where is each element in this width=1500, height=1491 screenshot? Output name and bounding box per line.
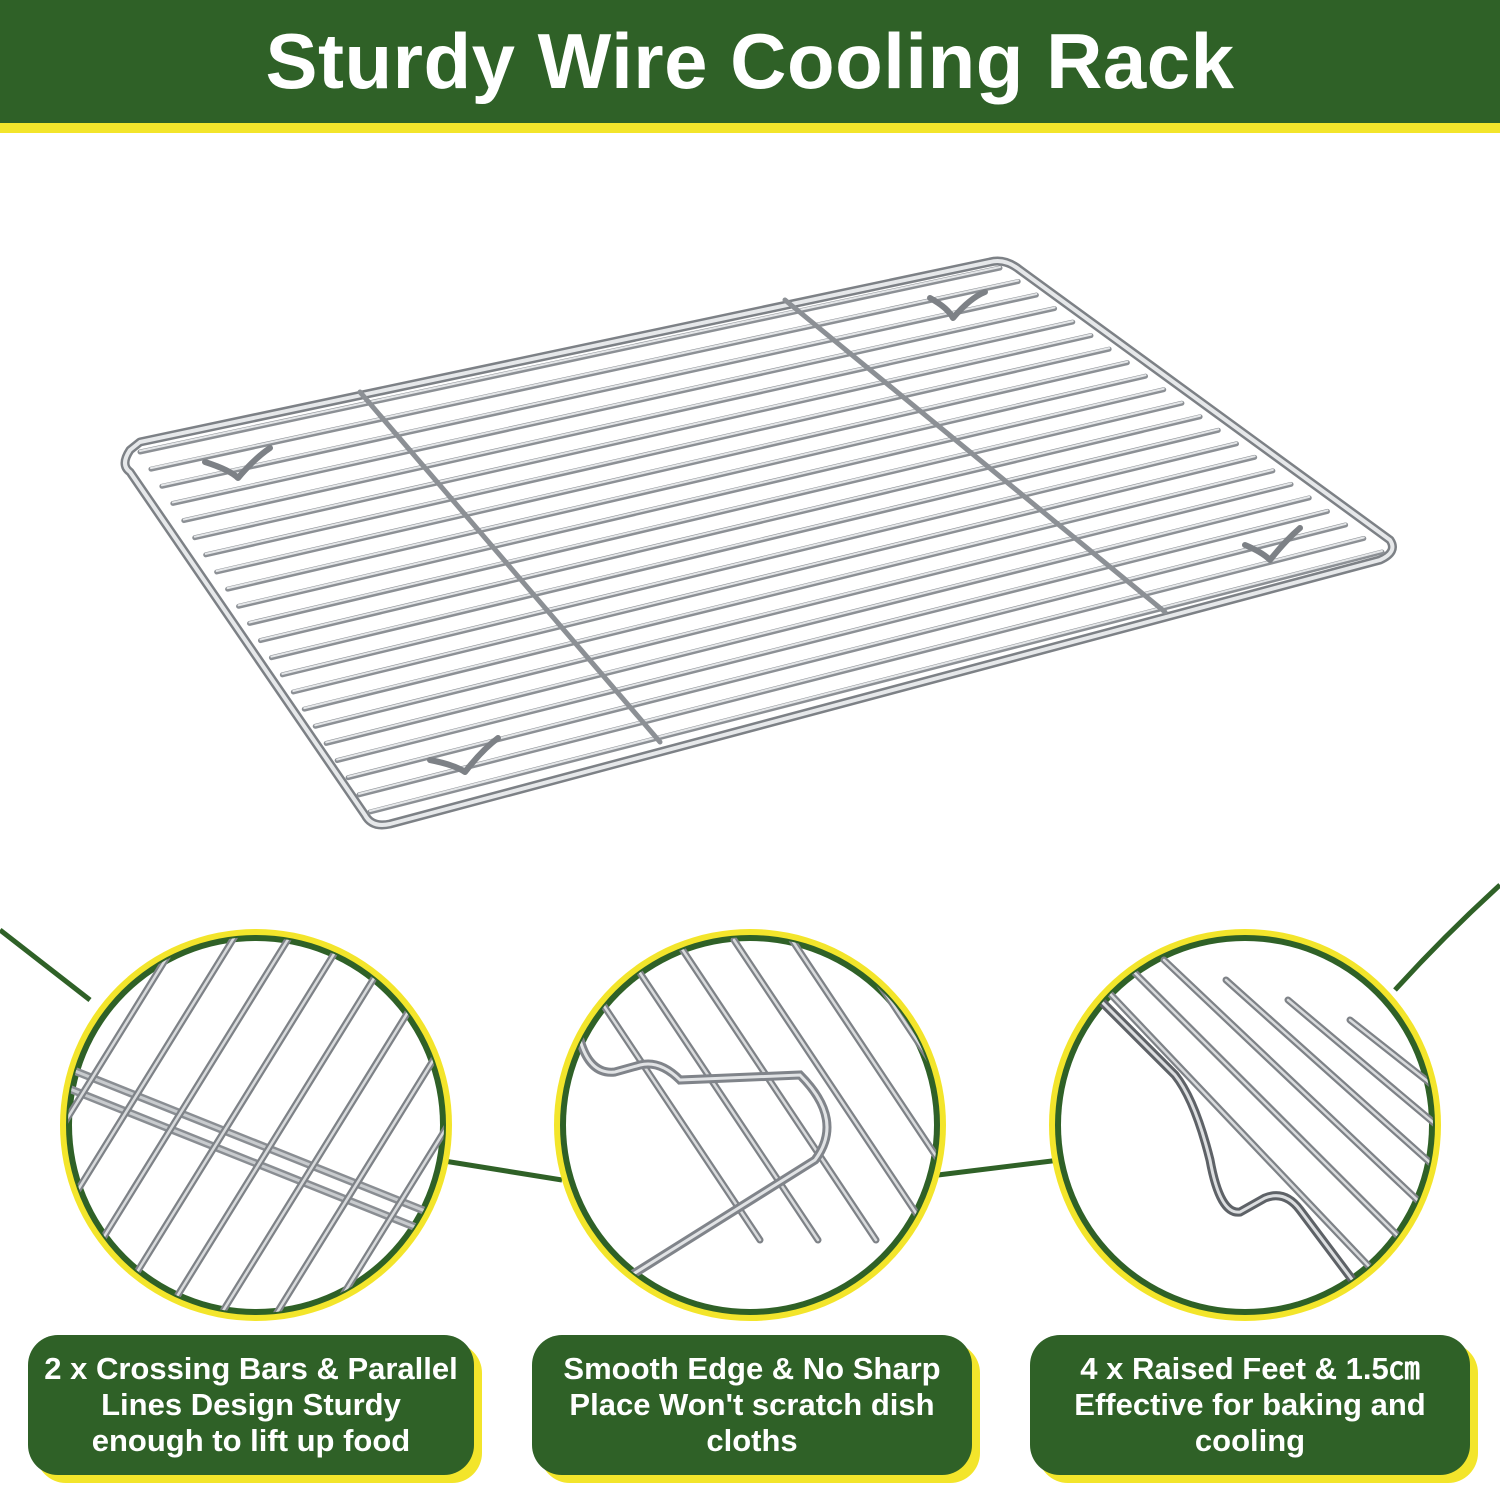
rack-wire-highlight	[193, 333, 1092, 538]
crossing-bars-closeup-icon	[60, 929, 452, 1321]
closeup-wire-highlight	[93, 937, 357, 1313]
rack-wire-highlight	[171, 306, 1056, 504]
closeup-wire-highlight	[148, 937, 412, 1313]
rack-crossing-bars	[357, 297, 1168, 745]
page-title: Sturdy Wire Cooling Rack	[265, 17, 1235, 105]
rack-wire-highlight	[314, 482, 1293, 727]
smooth-edge-closeup-icon	[554, 929, 946, 1321]
rack-wire-highlight	[237, 387, 1165, 607]
closeup-wire-highlight	[68, 937, 192, 1313]
closeup-wire-highlight	[1286, 998, 1433, 1313]
title-banner: Sturdy Wire Cooling Rack	[0, 0, 1500, 133]
rack-wire-highlight	[149, 279, 1020, 470]
rack-wire-highlight	[160, 293, 1038, 487]
closeup-wire-highlight	[1348, 1018, 1433, 1313]
cooling-rack-image	[120, 256, 1397, 830]
rack-wire-highlight	[336, 509, 1329, 761]
rack-wire-highlight	[139, 266, 1001, 452]
closeup-wire-highlight	[616, 938, 820, 1242]
rack-wire-highlight	[292, 455, 1256, 692]
rack-wire-highlight	[281, 441, 1238, 675]
closeup-wire-highlight	[1224, 978, 1433, 1313]
feature-caption-text: 4 x Raised Feet & 1.5㎝ Effective for bak…	[1074, 1351, 1426, 1458]
rack-wire-highlight	[358, 536, 1365, 795]
closeup-wire-highlight	[732, 938, 936, 1242]
feature-caption-raised-feet: 4 x Raised Feet & 1.5㎝ Effective for bak…	[1030, 1335, 1470, 1475]
connector-lines	[0, 883, 1500, 1183]
rack-parallel-wires	[137, 265, 1385, 815]
rack-wire-highlight	[303, 468, 1274, 710]
feature-caption-smooth-edge: Smooth Edge & No Sharp Place Won't scrat…	[532, 1335, 972, 1475]
rack-wire-highlight	[369, 550, 1383, 812]
closeup-wire-highlight	[258, 937, 444, 1313]
rack-wire-highlight	[248, 401, 1183, 624]
raised-feet-closeup-icon	[1049, 929, 1441, 1321]
rack-wire-highlight	[259, 414, 1202, 641]
closeup-wire-highlight	[674, 938, 878, 1242]
closeup-wire-highlight	[1162, 958, 1433, 1313]
feature-caption-crossing-bars: 2 x Crossing Bars & Parallel Lines Desig…	[28, 1335, 474, 1475]
rack-wire-highlight	[226, 374, 1147, 590]
rack-wire-highlight	[270, 428, 1220, 658]
feature-caption-text: Smooth Edge & No Sharp Place Won't scrat…	[563, 1351, 941, 1458]
rack-feet	[202, 289, 1303, 775]
closeup-wire-highlight	[313, 937, 444, 1313]
closeup-wire-highlight	[790, 938, 938, 1242]
feature-caption-text: 2 x Crossing Bars & Parallel Lines Desig…	[44, 1351, 458, 1458]
rack-wire-highlight	[325, 495, 1311, 744]
rack-wire-highlight	[215, 360, 1129, 572]
rack-wire-highlight	[204, 347, 1111, 555]
rack-wire-highlight	[347, 522, 1347, 778]
rack-wire-highlight	[182, 320, 1074, 521]
closeup-wire-highlight	[68, 937, 247, 1313]
